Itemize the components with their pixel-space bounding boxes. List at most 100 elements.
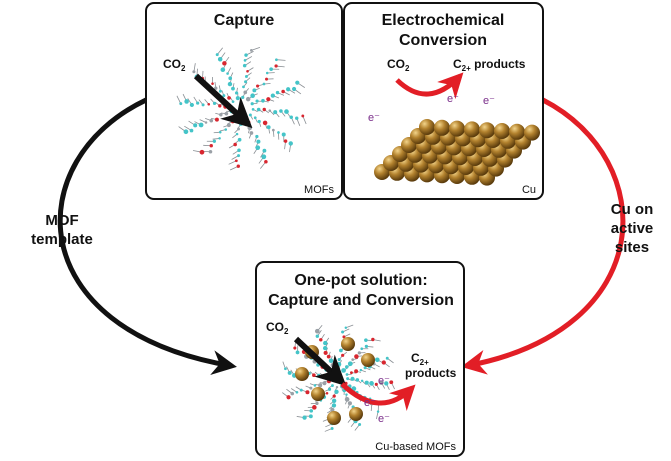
mof-atom bbox=[317, 373, 321, 377]
mof-atom bbox=[313, 384, 317, 387]
mof-atom bbox=[220, 67, 226, 73]
right-label-line1: Cu on bbox=[611, 201, 654, 218]
mof-atom bbox=[379, 380, 384, 385]
mof-atom bbox=[196, 101, 200, 105]
mof-atom bbox=[364, 338, 368, 343]
mof-atom bbox=[222, 94, 226, 98]
mof-atom bbox=[364, 344, 368, 348]
mof-atom bbox=[299, 388, 303, 392]
mof-atom bbox=[342, 335, 346, 339]
mof-atom bbox=[218, 137, 221, 140]
mof-atom bbox=[268, 109, 272, 112]
mof-atom bbox=[323, 340, 328, 346]
mof-atom bbox=[344, 397, 350, 402]
mof-atom bbox=[237, 137, 242, 142]
onepot-co2-label: CO2 bbox=[266, 320, 289, 336]
mof-atom bbox=[330, 426, 334, 430]
mof-atom bbox=[214, 86, 218, 90]
mof-atom bbox=[184, 99, 189, 104]
mof-atom bbox=[339, 348, 343, 353]
mof-atom bbox=[257, 119, 261, 124]
mof-atom bbox=[357, 351, 361, 355]
mof-atom bbox=[193, 123, 198, 128]
mof-atom bbox=[261, 154, 267, 160]
mof-atom bbox=[273, 110, 278, 115]
mof-atom bbox=[218, 89, 222, 93]
mof-atom bbox=[341, 353, 345, 357]
mof-bond bbox=[302, 115, 307, 125]
mof-atom bbox=[237, 127, 240, 131]
mof-atom bbox=[235, 132, 239, 136]
mof-atom bbox=[301, 114, 305, 118]
mof-atom bbox=[345, 365, 349, 369]
mof-atom bbox=[235, 96, 240, 101]
mof-atom bbox=[217, 56, 223, 62]
mof-atom bbox=[330, 407, 335, 412]
mof-atom bbox=[381, 360, 386, 365]
capture-panel: Capture CO2 MOFs bbox=[145, 2, 343, 200]
mof-atom bbox=[252, 88, 257, 93]
mof-atom bbox=[275, 90, 280, 95]
onepot-electron-2: e⁻ bbox=[364, 397, 376, 409]
mof-atom bbox=[189, 102, 194, 108]
mof-atom bbox=[289, 115, 293, 120]
mof-atom bbox=[247, 125, 253, 131]
mof-atom bbox=[355, 378, 360, 382]
mof-atom bbox=[265, 71, 269, 75]
mof-atom bbox=[376, 410, 380, 413]
mof-atom bbox=[243, 90, 248, 95]
onepot-product-label-line2: products bbox=[405, 366, 457, 380]
mof-atom bbox=[350, 371, 353, 375]
mof-atom bbox=[288, 141, 293, 146]
mof-atom bbox=[250, 48, 253, 52]
mof-atom bbox=[189, 128, 194, 133]
mof-atom bbox=[262, 107, 266, 112]
copper-atom bbox=[479, 122, 495, 139]
mof-bond bbox=[228, 160, 237, 165]
conversion-red-arrow bbox=[395, 72, 464, 100]
mof-atom bbox=[255, 145, 261, 151]
mof-atom bbox=[256, 107, 261, 112]
mof-atom bbox=[277, 131, 280, 134]
copper-atom bbox=[434, 119, 450, 136]
mof-atom bbox=[293, 346, 297, 350]
mof-atom bbox=[286, 87, 291, 92]
mof-atom bbox=[208, 149, 213, 154]
onepot-title-line1: One-pot solution: bbox=[294, 272, 427, 289]
mof-atom bbox=[312, 405, 317, 410]
mof-atom bbox=[309, 409, 314, 413]
mof-atom bbox=[250, 93, 255, 99]
mof-atom bbox=[236, 164, 240, 168]
mof-atom bbox=[308, 414, 313, 419]
mof-atom bbox=[369, 381, 374, 386]
mof-atom bbox=[274, 64, 278, 68]
mof-atom bbox=[198, 122, 204, 128]
mof-atom bbox=[262, 82, 266, 86]
mof-atom bbox=[244, 53, 248, 57]
capture-co2-label: CO2 bbox=[163, 57, 186, 73]
conversion-title-line1: Electrochemical bbox=[382, 12, 505, 29]
mof-atom bbox=[275, 58, 278, 62]
conversion-electron-3: e⁻ bbox=[483, 95, 495, 107]
mof-atom bbox=[350, 376, 355, 381]
mof-atom bbox=[341, 330, 345, 334]
mof-atom bbox=[290, 391, 295, 396]
mof-atom bbox=[331, 384, 334, 387]
mof-atom bbox=[327, 387, 332, 391]
mof-atom bbox=[227, 81, 233, 87]
copper-atom bbox=[464, 121, 480, 138]
capture-corner-label: MOFs bbox=[304, 184, 334, 196]
mof-atom bbox=[331, 403, 337, 408]
mof-atom bbox=[218, 130, 222, 134]
mof-atom bbox=[331, 398, 337, 403]
mof-atom bbox=[346, 377, 350, 381]
conversion-electron-1: e⁻ bbox=[368, 112, 380, 124]
mof-atom bbox=[354, 369, 359, 374]
mof-atom bbox=[284, 109, 289, 114]
mof-atom bbox=[253, 116, 257, 120]
mof-atom bbox=[226, 72, 229, 75]
mof-atom bbox=[212, 139, 217, 143]
onepot-title-line2: Capture and Conversion bbox=[268, 292, 454, 309]
mof-atom bbox=[244, 75, 248, 78]
mof-bond bbox=[251, 46, 261, 51]
